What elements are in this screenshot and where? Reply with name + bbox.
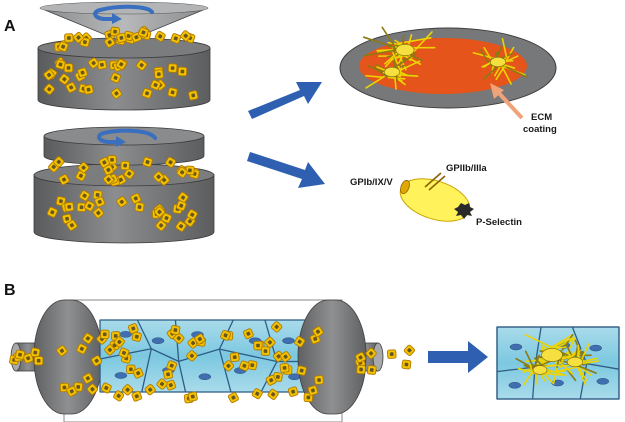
flow-chamber — [11, 300, 383, 422]
platelet-cell — [395, 171, 475, 229]
platelet-receptor-schematic — [395, 171, 475, 229]
platelet-icon — [188, 392, 198, 402]
platelet-icon — [357, 365, 366, 374]
cell-nucleus — [510, 344, 522, 350]
p-selectin-label: P-Selectin — [476, 217, 522, 228]
ecm-dish — [340, 27, 556, 118]
parallel-plate-device — [34, 127, 214, 243]
cell-nucleus — [597, 378, 609, 384]
platelet-icon — [403, 344, 415, 356]
platelet-icon — [228, 392, 239, 403]
gp2b-label: GPIIb/IIIa — [446, 163, 487, 174]
platelet-icon — [230, 353, 239, 362]
ecm-label-line1: ECM — [531, 112, 552, 123]
platelet-icon — [171, 325, 181, 335]
cone-plate-device — [38, 2, 210, 110]
platelet-icon — [64, 64, 72, 72]
ecm-label-line2: coating — [523, 124, 557, 135]
platelet-icon — [34, 356, 42, 364]
cell-nucleus — [282, 338, 294, 344]
platelet-icon — [121, 161, 130, 170]
flow-arrow-icon — [248, 82, 322, 119]
platelet-icon — [84, 85, 94, 95]
platelet-icon — [135, 202, 144, 211]
cell-nucleus — [509, 382, 521, 388]
platelet-icon — [65, 202, 74, 211]
flow-arrow-icon — [428, 341, 488, 373]
platelet-icon — [188, 90, 198, 100]
cell-nucleus — [199, 374, 211, 380]
platelet-icon — [314, 375, 323, 384]
platelet-icon — [387, 350, 396, 359]
cell-nucleus — [115, 372, 127, 378]
platelet-icon — [178, 67, 187, 76]
platelet-icon — [261, 347, 270, 356]
platelet-icon — [163, 369, 173, 379]
platelet-icon — [55, 59, 65, 69]
left-end-cap — [34, 300, 102, 414]
platelet-icon — [64, 34, 73, 43]
platelet-icon — [297, 366, 307, 376]
platelet-icon — [280, 363, 289, 372]
platelet-icon — [116, 33, 126, 43]
cell-nucleus — [152, 338, 164, 344]
platelet-icon — [168, 87, 178, 97]
cell-nucleus — [590, 345, 602, 351]
panel-a-label: A — [4, 18, 16, 36]
platelet-icon — [288, 386, 299, 397]
flow-arrow-icon — [247, 152, 325, 188]
platelet-icon — [100, 330, 109, 339]
thrombus-inset — [497, 327, 619, 399]
gp1b-label: GPIb/IX/V — [350, 177, 393, 188]
platelet-icon — [402, 360, 411, 369]
platelet-icon — [168, 64, 177, 73]
platelet-icon — [308, 385, 318, 395]
platelet-icon — [15, 350, 25, 360]
platelet-icon — [154, 70, 163, 79]
platelet-icon — [367, 365, 376, 374]
panel-b-label: B — [4, 282, 16, 300]
